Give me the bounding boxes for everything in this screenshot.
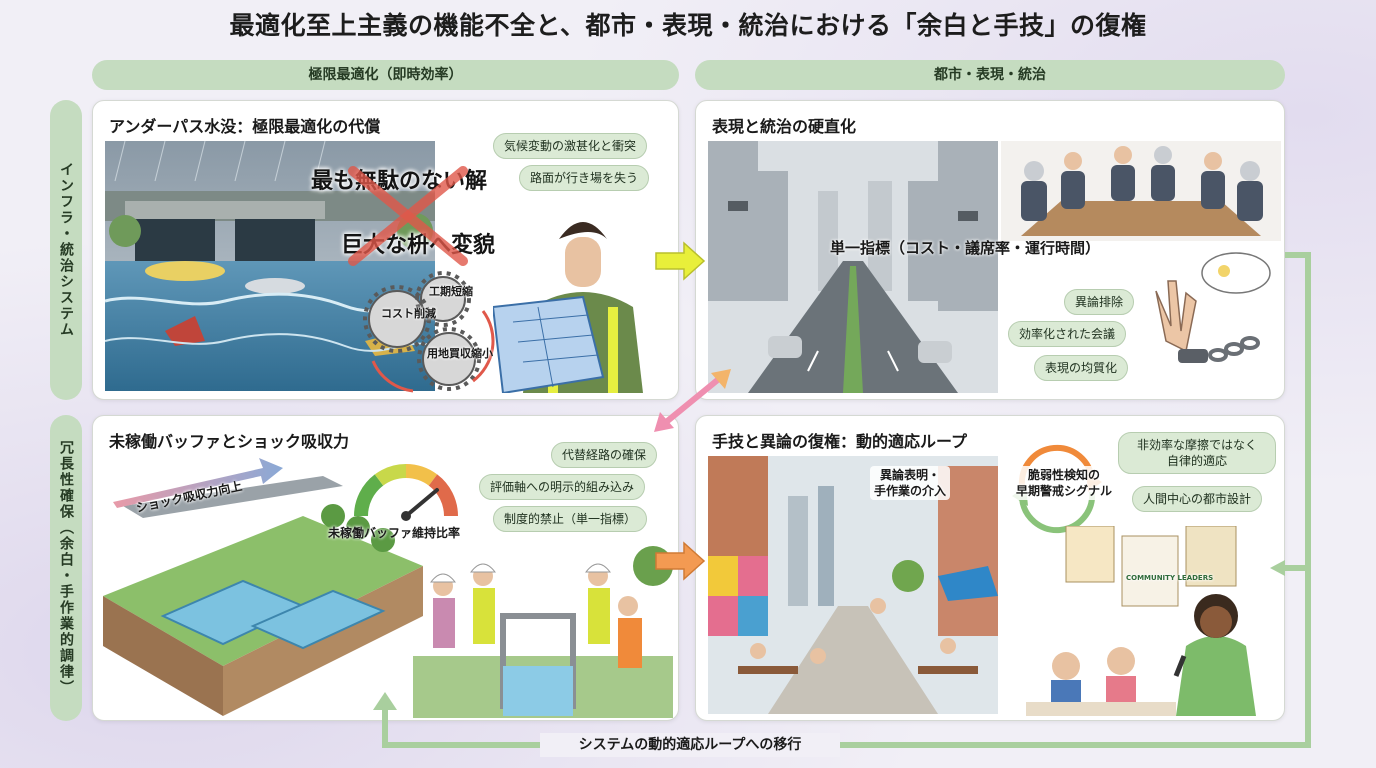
- gray-city-street-illustration: [708, 141, 998, 393]
- row-header-top: インフラ・統治システム: [50, 100, 82, 400]
- vibrant-street-illustration: [708, 456, 998, 714]
- panel-underpass: 最も無駄のない解 巨大な枡へ変貌 コスト削減 工期短縮 用地買収縮小 気候変動の…: [92, 100, 679, 400]
- column-header-right: 都市・表現・統治: [695, 60, 1285, 90]
- pill-dissent-exclusion: 異論排除: [1064, 289, 1135, 315]
- pill-efficient-meetings: 効率化された会議: [1008, 321, 1127, 347]
- panel-title-restoration: 手技と異論の復権：動的適応ループ: [712, 432, 968, 451]
- community-speaker-illustration: [1026, 526, 1256, 716]
- gear-label-cost: コスト削減: [381, 307, 436, 320]
- shock-absorption-arrow: [113, 458, 283, 508]
- pill-homogenized-expression: 表現の均質化: [1034, 355, 1129, 381]
- chained-hand-icon: [1155, 252, 1271, 363]
- meeting-robots-illustration: [1001, 141, 1281, 241]
- gauge-label: 未稼働バッファ維持比率: [328, 526, 461, 540]
- panel-title-underpass: アンダーパス水没：極限最適化の代償: [109, 117, 381, 136]
- engineer-with-blueprint-illustration: [493, 222, 643, 393]
- pill-autonomous-adaptation: 非効率な摩擦ではなく 自律的適応: [1118, 432, 1276, 474]
- pill-human-centered-design: 人間中心の都市設計: [1132, 486, 1263, 512]
- panel-buffer: ショック吸収力向上 未稼働バッファ維持比率 代替経路の確保 評価軸への明示的組み…: [92, 415, 679, 721]
- retention-basin-illustration: [103, 476, 423, 716]
- intervention-label: 異論表明・ 手作業の介入: [870, 466, 951, 500]
- gear-label-schedule: 工期短縮: [429, 285, 473, 298]
- pill-alternate-route: 代替経路の確保: [551, 442, 658, 468]
- panel-title-buffer: 未稼働バッファとショック吸収力: [109, 432, 350, 451]
- row-header-bottom: 冗長性確保（余白・手作業的調律）: [50, 415, 82, 721]
- panel-restoration: 異論表明・ 手作業の介入 脆弱性検知の 早期警戒シグナル COMMUNITY L…: [695, 415, 1285, 721]
- panel-title-rigidity: 表現と統治の硬直化: [712, 117, 857, 136]
- page-title: 最適化至上主義の機能不全と、都市・表現・統治における「余白と手技」の復権: [229, 11, 1147, 40]
- pill-evaluation-axis: 評価軸への明示的組み込み: [479, 474, 646, 500]
- gear-label-land: 用地買収縮小: [427, 347, 493, 360]
- gauge-icon: [354, 464, 458, 521]
- panel-rigidity: 単一指標（コスト・議席率・運行時間） 異論排除 効率化された会議 表現の均質化 …: [695, 100, 1285, 400]
- workers-planting-illustration: [413, 546, 673, 718]
- poster-text: COMMUNITY LEADERS: [1126, 574, 1214, 582]
- red-cross-icon: [348, 166, 468, 266]
- pill-climate-conflict: 気候変動の激甚化と衝突: [493, 133, 648, 159]
- pill-institutional-ban: 制度的禁止（単一指標）: [493, 506, 648, 532]
- column-header-left: 極限最適化（即時効率）: [92, 60, 679, 90]
- pill-road-no-escape: 路面が行き場を失う: [519, 165, 650, 191]
- footer-label: システムの動的適応ループへの移行: [540, 733, 840, 757]
- early-warning-label: 脆弱性検知の 早期警戒シグナル: [1012, 466, 1117, 500]
